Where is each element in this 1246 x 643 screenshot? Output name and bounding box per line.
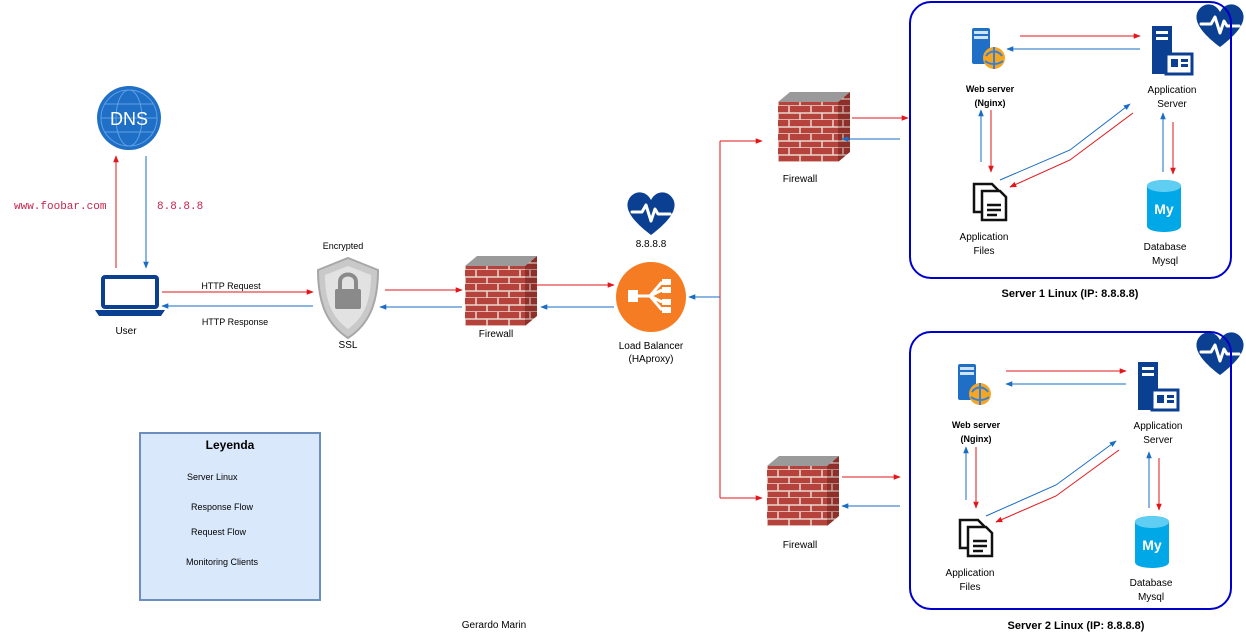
- legend-monitoring-label: Monitoring Clients: [186, 557, 259, 567]
- user-label: User: [115, 326, 137, 337]
- load-balancer-icon: [616, 262, 686, 332]
- legend-title: Leyenda: [205, 438, 255, 452]
- s1-app-files-req: [1009, 112, 1134, 188]
- firewall-2-icon: [767, 456, 839, 526]
- server1-files-label: Application: [959, 232, 1009, 243]
- firewall-main-label: Firewall: [478, 329, 514, 340]
- server1-web-server-label: Web server: [965, 84, 1015, 94]
- firewall-1-icon: [778, 92, 850, 162]
- legend-server-label: Server Linux: [187, 472, 238, 482]
- server2-files-label: Application: [945, 568, 995, 579]
- server1-app-server-label: Application: [1147, 85, 1197, 96]
- lb-label-line2: (HAproxy): [628, 354, 674, 365]
- s1-files-app-res: [999, 103, 1131, 181]
- s2-app-files-req: [995, 449, 1120, 523]
- server1-db-label2: Mysql: [1151, 256, 1179, 267]
- ssl-label: SSL: [338, 340, 358, 351]
- server2-web-server-label: Web server: [951, 420, 1001, 430]
- server2-web-server-sub: (Nginx): [960, 434, 992, 444]
- server1-web-server-sub: (Nginx): [974, 98, 1006, 108]
- lb-heartbeat-icon: [625, 190, 677, 237]
- server2-db-label2: Mysql: [1137, 592, 1165, 603]
- dns-globe-icon: [97, 86, 161, 150]
- ssl-encrypted-label: Encrypted: [322, 241, 364, 251]
- server1-app-server-label2: Server: [1157, 99, 1187, 110]
- legend-box: [139, 432, 321, 601]
- server2-files-label2: Files: [959, 582, 981, 593]
- server2-caption: Server 2 Linux (IP: 8.8.8.8): [1007, 620, 1145, 632]
- author-label: Gerardo Marin: [461, 620, 527, 631]
- server2-app-server-label: Application: [1133, 421, 1183, 432]
- firewall-main-icon: [465, 256, 537, 326]
- dns-response-label: 8.8.8.8: [157, 201, 204, 213]
- server2-box: [909, 331, 1232, 610]
- legend-request-label: Request Flow: [191, 527, 247, 537]
- server1-db-icon-text: My: [1154, 201, 1174, 217]
- server2-db-label: Database: [1129, 578, 1173, 589]
- http-request-label: HTTP Request: [201, 281, 261, 291]
- server1-caption: Server 1 Linux (IP: 8.8.8.8): [1001, 288, 1139, 300]
- legend-response-label: Response Flow: [191, 502, 254, 512]
- firewall-1-label: Firewall: [782, 174, 818, 185]
- server2-db-icon-text: My: [1142, 537, 1162, 553]
- ssl-shield-icon: [316, 256, 380, 340]
- server1-db-label: Database: [1143, 242, 1187, 253]
- http-response-label: HTTP Response: [201, 317, 269, 327]
- firewall-2-label: Firewall: [782, 540, 818, 551]
- server1-files-label2: Files: [973, 246, 995, 257]
- laptop-icon: [95, 275, 165, 316]
- server2-app-server-label2: Server: [1143, 435, 1173, 446]
- dns-label: DNS: [110, 109, 148, 129]
- dns-query-label: www.foobar.com: [14, 201, 107, 213]
- lb-label-line1: Load Balancer: [618, 341, 684, 352]
- server1-box: [909, 1, 1232, 279]
- s2-files-app-res: [985, 440, 1117, 517]
- lb-ip-label: 8.8.8.8: [635, 239, 667, 250]
